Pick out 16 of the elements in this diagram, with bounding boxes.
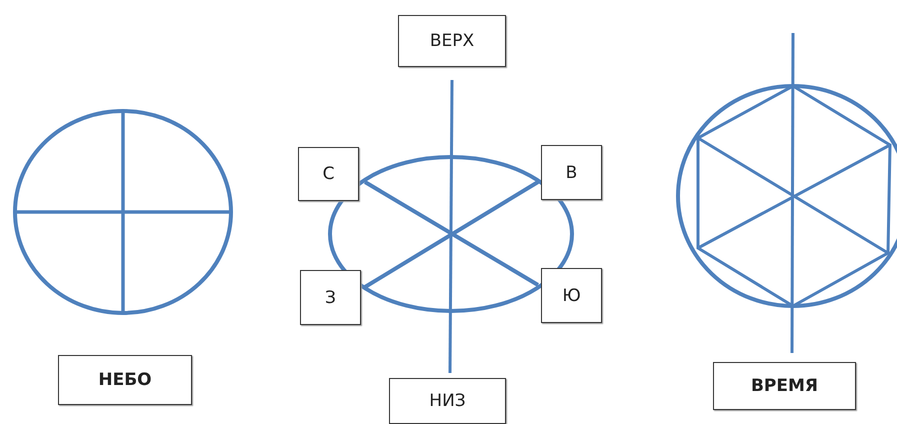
label-box (541, 145, 602, 200)
label-box (58, 355, 192, 405)
label-text: В (566, 162, 578, 182)
label-text: НИЗ (429, 391, 466, 411)
label-text: ВРЕМЯ (750, 376, 818, 396)
label-text: З (325, 288, 336, 308)
label-box (389, 378, 506, 424)
label-box (541, 268, 602, 323)
label-text: ВЕРХ (430, 31, 474, 51)
label-text: Ю (562, 286, 581, 306)
label-box (298, 147, 359, 201)
label-box (398, 15, 506, 67)
label-box (300, 270, 361, 325)
label-text: НЕБО (98, 370, 152, 390)
label-box (713, 362, 856, 410)
label-text: С (322, 164, 334, 184)
